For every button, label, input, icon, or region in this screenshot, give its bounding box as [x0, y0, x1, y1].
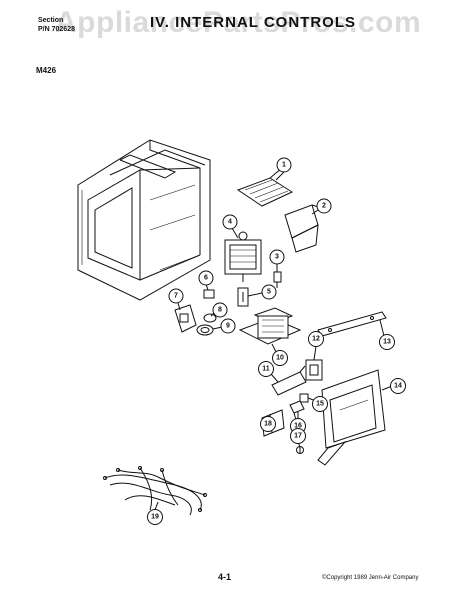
part-7-drawing — [174, 304, 197, 333]
callout-8-label: 8 — [218, 307, 222, 314]
part-15-drawing — [299, 393, 309, 403]
callout-18: 18 — [260, 416, 276, 432]
callout-14: 14 — [390, 378, 406, 394]
callout-2-label: 2 — [322, 203, 326, 210]
part-13-drawing — [317, 311, 387, 337]
callout-11: 11 — [258, 361, 274, 377]
part-5-drawing — [237, 287, 249, 307]
part-2-drawing — [284, 204, 323, 253]
callout-3-label: 3 — [275, 254, 279, 261]
callout-10: 10 — [272, 350, 288, 366]
part-10-drawing — [238, 307, 302, 345]
callout-9-label: 9 — [226, 323, 230, 330]
callout-13: 13 — [379, 334, 395, 350]
part-6-drawing — [203, 289, 215, 299]
header-section-label: Section — [38, 17, 64, 24]
part-8-drawing — [203, 313, 217, 323]
part-16-drawing — [289, 400, 305, 421]
callout-17-label: 17 — [294, 433, 302, 440]
callout-8: 8 — [212, 302, 228, 318]
callout-15: 15 — [312, 396, 328, 412]
part-12-drawing — [305, 359, 323, 381]
callout-16-label: 16 — [294, 423, 302, 430]
part-1-drawing — [236, 167, 294, 207]
callout-15-label: 15 — [316, 401, 324, 408]
part-3-drawing — [273, 271, 282, 288]
callout-13-label: 13 — [383, 339, 391, 346]
callout-7-label: 7 — [174, 293, 178, 300]
callout-1-label: 1 — [282, 162, 286, 169]
callout-12-label: 12 — [312, 336, 320, 343]
callout-10-label: 10 — [276, 355, 284, 362]
copyright-notice: ©Copyright 1989 Jenn-Air Company — [322, 575, 419, 581]
callout-18-label: 18 — [264, 421, 272, 428]
callout-4: 4 — [222, 214, 238, 230]
part-9-drawing — [196, 324, 214, 336]
callout-5: 5 — [261, 284, 277, 300]
part-14-drawing — [317, 369, 386, 466]
callout-17: 17 — [290, 428, 306, 444]
header-part-number: P/N 702628 — [38, 26, 75, 33]
callout-11-label: 11 — [262, 366, 270, 373]
callout-7: 7 — [168, 288, 184, 304]
page-title: IV. INTERNAL CONTROLS — [150, 14, 357, 31]
callout-6: 6 — [198, 270, 214, 286]
callout-5-label: 5 — [267, 289, 271, 296]
callout-14-label: 14 — [394, 383, 402, 390]
part-11-drawing — [271, 365, 307, 396]
callout-1: 1 — [276, 157, 292, 173]
part-19-drawing — [103, 466, 207, 516]
part-4-drawing — [224, 231, 262, 282]
part-17-drawing — [296, 446, 304, 454]
header-section-info: Section P/N 702628 — [38, 16, 75, 34]
callout-19: 19 — [147, 509, 163, 525]
model-number: M426 — [36, 66, 57, 75]
callout-6-label: 6 — [204, 275, 208, 282]
callout-9: 9 — [220, 318, 236, 334]
callout-2: 2 — [316, 198, 332, 214]
watermark: AppliancePartsPros.com — [55, 6, 422, 39]
oven-cavity-drawing — [77, 139, 211, 301]
callout-3: 3 — [269, 249, 285, 265]
callout-4-label: 4 — [228, 219, 232, 226]
callout-19-label: 19 — [151, 514, 159, 521]
callout-12: 12 — [308, 331, 324, 347]
page-number: 4-1 — [218, 572, 232, 582]
